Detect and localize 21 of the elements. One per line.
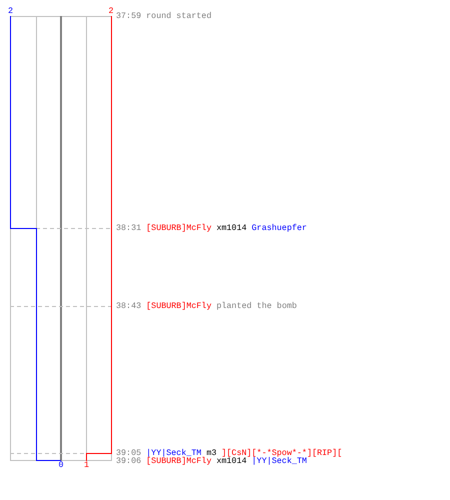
player-name: ][CsN][*-*Spow*-*][RIP][ xyxy=(222,449,342,457)
timestamp: 37:59 xyxy=(116,12,142,20)
count-label: 2 xyxy=(8,7,14,15)
weapon-name: xm1014 xyxy=(216,457,247,465)
event-text: planted the bomb xyxy=(216,302,297,310)
event-text: round started xyxy=(146,12,212,20)
timestamp: 38:43 xyxy=(116,302,142,310)
player-name: Grashuepfer xyxy=(252,224,307,232)
count-label: 0 xyxy=(58,461,64,469)
player-name: |YY|Seck_TM xyxy=(252,457,307,465)
player-name: [SUBURB]McFly xyxy=(146,302,212,310)
player-name: [SUBURB]McFly xyxy=(146,457,212,465)
count-label: 2 xyxy=(108,7,114,15)
count-label: 1 xyxy=(84,461,90,469)
weapon-name: m3 xyxy=(206,449,216,457)
timestamp: 38:31 xyxy=(116,224,142,232)
player-name: [SUBURB]McFly xyxy=(146,224,212,232)
timestamp: 39:05 xyxy=(116,449,142,457)
weapon-name: xm1014 xyxy=(216,224,247,232)
player-name: |YY|Seck_TM xyxy=(146,449,202,457)
timestamp: 39:06 xyxy=(116,457,142,465)
